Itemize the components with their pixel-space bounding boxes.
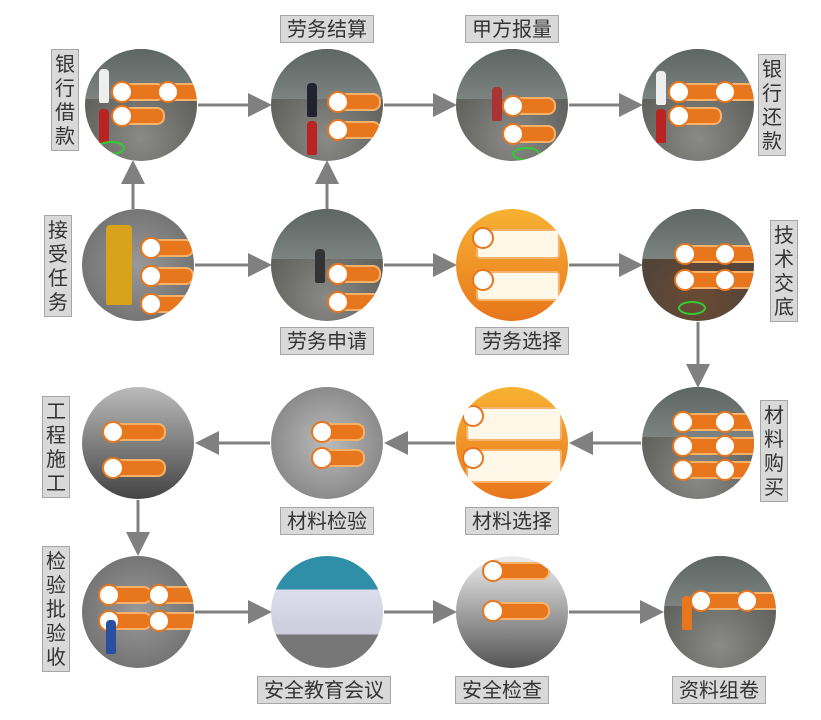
label-safety-check: 安全检查 xyxy=(455,676,549,704)
label-material-purchase: 材料购买 xyxy=(760,400,788,502)
thumb-owner-report[interactable] xyxy=(456,49,568,161)
label-doc-archive: 资料组卷 xyxy=(672,676,766,704)
thumb-labor-select[interactable] xyxy=(456,209,568,321)
label-owner-report: 甲方报量 xyxy=(465,15,559,43)
thumb-tech-disclosure[interactable] xyxy=(642,209,754,321)
thumb-bank-loan[interactable] xyxy=(85,49,197,161)
label-material-select: 材料选择 xyxy=(465,507,559,535)
label-bank-repay: 银行还款 xyxy=(758,54,786,156)
label-construction: 工程施工 xyxy=(42,396,70,498)
thumb-doc-archive[interactable] xyxy=(664,556,776,668)
thumb-inspection-accept[interactable] xyxy=(82,556,194,668)
label-bank-loan: 银行借款 xyxy=(51,49,79,151)
thumb-bank-repay[interactable] xyxy=(642,49,754,161)
label-accept-task: 接受任务 xyxy=(44,215,72,317)
label-safety-meeting: 安全教育会议 xyxy=(257,676,391,704)
thumb-material-inspect[interactable] xyxy=(271,387,383,499)
thumb-labor-apply[interactable] xyxy=(271,209,383,321)
label-labor-settlement: 劳务结算 xyxy=(280,15,374,43)
label-tech-disclosure: 技术交底 xyxy=(770,220,798,322)
thumb-material-purchase[interactable] xyxy=(642,387,754,499)
thumb-accept-task[interactable] xyxy=(82,209,194,321)
thumb-construction[interactable] xyxy=(82,387,194,499)
thumb-safety-check[interactable] xyxy=(456,556,568,668)
thumb-labor-settlement[interactable] xyxy=(271,49,383,161)
label-material-inspect: 材料检验 xyxy=(280,507,374,535)
label-labor-select: 劳务选择 xyxy=(475,327,569,355)
label-labor-apply: 劳务申请 xyxy=(280,327,374,355)
label-inspection-accept: 检验批验收 xyxy=(42,546,70,672)
thumb-safety-meeting[interactable] xyxy=(271,556,383,668)
thumb-material-select[interactable] xyxy=(456,387,568,499)
